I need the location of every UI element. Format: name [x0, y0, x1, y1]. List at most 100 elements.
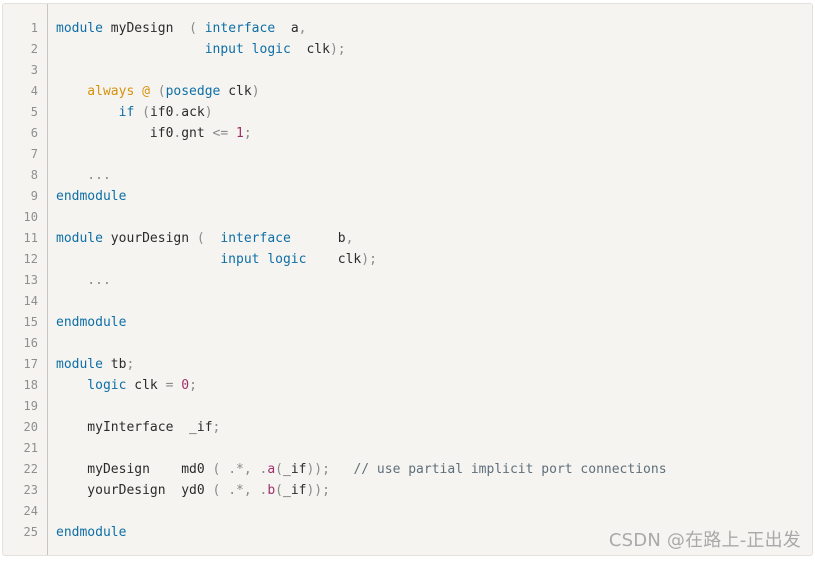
line-number: 9	[30, 189, 38, 203]
code-token: ...	[56, 273, 111, 288]
code-line: input logic clk);	[56, 39, 346, 60]
code-token: );	[329, 42, 346, 57]
code-token: ( .*, .	[212, 462, 268, 477]
line-number: 14	[23, 294, 38, 308]
code-line: if (if0.ack)	[56, 102, 213, 123]
code-line: input logic clk);	[56, 249, 377, 270]
code-token: if	[56, 105, 135, 120]
watermark: CSDN @在路上-正出发	[608, 530, 801, 551]
code-token: ));	[306, 483, 330, 498]
code-line: module myDesign ( interface a,	[56, 18, 306, 39]
code-token: clk	[126, 378, 166, 393]
code-line: endmodule	[56, 312, 126, 333]
code-line: endmodule	[56, 186, 126, 207]
code-token: endmodule	[56, 315, 127, 330]
line-number: 6	[30, 126, 38, 140]
line-number: 24	[23, 504, 38, 518]
code-token: myDesign md0	[56, 462, 213, 477]
code-token: .	[173, 126, 182, 141]
code-token: ;	[212, 420, 221, 435]
code-token: ,	[298, 21, 307, 36]
code-token: (	[189, 21, 197, 36]
code-token: module	[56, 21, 103, 36]
code-line: myDesign md0 ( .*, .a(_if)); // use part…	[56, 459, 667, 480]
line-number: 21	[23, 441, 38, 455]
code-token: ,	[345, 231, 354, 246]
code-token: <=	[212, 126, 229, 141]
line-number: 2	[30, 42, 38, 56]
line-number: 5	[30, 105, 38, 119]
line-number: 25	[23, 525, 38, 539]
code-token: ;	[126, 357, 135, 372]
line-number: 17	[23, 357, 38, 371]
code-token: interface	[196, 21, 276, 36]
code-token: myInterface _if	[56, 420, 213, 435]
code-line: module yourDesign ( interface b,	[56, 228, 353, 249]
code-token: input logic	[56, 42, 291, 57]
code-token: 0	[173, 378, 190, 393]
code-token: ;	[189, 378, 197, 393]
code-token: (	[196, 231, 205, 246]
line-number: 1	[30, 21, 38, 35]
code-line: module tb;	[56, 354, 134, 375]
line-number: 18	[23, 378, 38, 392]
code-token: _if	[283, 483, 307, 498]
code-token: module	[56, 357, 103, 372]
line-number: 8	[30, 168, 38, 182]
line-number: 11	[23, 231, 38, 245]
code-token: b	[267, 483, 276, 498]
code-token: )	[251, 84, 260, 99]
line-number: 20	[23, 420, 38, 434]
code-line: endmodule	[56, 522, 126, 543]
line-number: 13	[23, 273, 38, 287]
code-token: yourDesign yd0	[56, 483, 213, 498]
code-token: clk	[306, 252, 362, 267]
code-token: logic	[56, 378, 127, 393]
code-line: myInterface _if;	[56, 417, 220, 438]
code-token: input logic	[56, 252, 307, 267]
code-token: module	[56, 231, 103, 246]
line-number: 4	[30, 84, 38, 98]
code-token: // use partial implicit port connections	[329, 462, 667, 477]
code-token: yourDesign	[102, 231, 197, 246]
code-token: );	[361, 252, 377, 267]
code-token: (	[134, 105, 150, 120]
code-token: .	[173, 105, 182, 120]
code-token: myDesign	[102, 21, 190, 36]
code-line: yourDesign yd0 ( .*, .b(_if));	[56, 480, 330, 501]
code-line: ...	[56, 165, 111, 186]
code-token: (	[157, 84, 166, 99]
code-line: if0.gnt <= 1;	[56, 123, 252, 144]
code-token: ));	[306, 462, 330, 477]
line-number: 10	[23, 210, 38, 224]
code-token: interface	[204, 231, 291, 246]
code-token: )	[204, 105, 213, 120]
code-token: endmodule	[56, 525, 127, 540]
code-token: ;	[243, 126, 252, 141]
code-token: clk	[220, 84, 252, 99]
line-number: 15	[23, 315, 38, 329]
code-token: ...	[56, 168, 111, 183]
line-number: 22	[23, 462, 38, 476]
line-number: 12	[23, 252, 38, 266]
code-token: (	[275, 483, 283, 498]
code-token: if0	[56, 126, 174, 141]
code-token: b	[290, 231, 346, 246]
code-token: 1	[228, 126, 244, 141]
code-token: a	[267, 462, 276, 477]
code-token: =	[165, 378, 174, 393]
code-token: endmodule	[56, 189, 127, 204]
code-line: ...	[56, 270, 111, 291]
code-token: gnt	[181, 126, 213, 141]
code-token: ack	[181, 105, 205, 120]
code-token: posedge	[165, 84, 221, 99]
line-number: 3	[30, 63, 38, 77]
line-number: 7	[30, 147, 38, 161]
code-token: _if	[283, 462, 307, 477]
line-number: 16	[23, 336, 38, 350]
code-token: clk	[290, 42, 330, 57]
code-line: always @ (posedge clk)	[56, 81, 260, 102]
line-number: 19	[23, 399, 38, 413]
